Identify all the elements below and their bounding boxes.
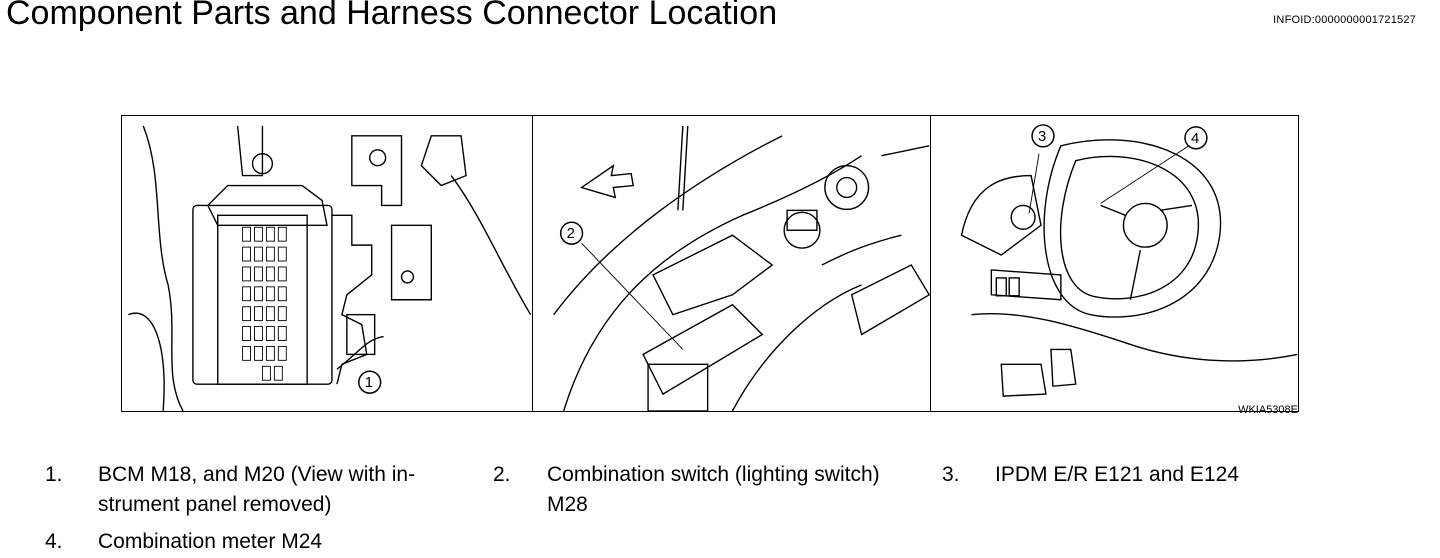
callout-2: 2 (559, 221, 584, 245)
lighting-switch-illustration: 2 (553, 125, 930, 411)
callout-4: 4 (1184, 126, 1208, 150)
page-title: Component Parts and Harness Connector Lo… (6, 0, 778, 32)
legend-number: 1. (45, 463, 63, 486)
legend-number: 3. (942, 463, 960, 486)
svg-text:4: 4 (1191, 131, 1199, 147)
legend-text: strument panel removed) (98, 493, 332, 516)
lighting-switch-illustration-panel: 2 (532, 116, 930, 411)
legend-number: 4. (45, 530, 63, 553)
bcm-illustration: 1 (128, 125, 532, 411)
legend-text: BCM M18, and M20 (View with in- (98, 463, 416, 486)
info-id: INFOID:0000000001721527 (1273, 14, 1416, 26)
callout-1: 1 (358, 370, 382, 394)
legend-text: Combination meter M24 (98, 530, 323, 553)
svg-text:2: 2 (567, 226, 575, 242)
callout-3: 3 (1031, 124, 1055, 148)
bcm-illustration-panel: 1 (122, 116, 532, 411)
svg-text:1: 1 (365, 375, 373, 391)
legend-number: 2. (493, 463, 511, 486)
legend-text: Combination switch (lighting switch) (547, 463, 880, 486)
legend-text: M28 (547, 493, 588, 516)
combination-meter-illustration: 3 4 (960, 124, 1298, 397)
legend-text: IPDM E/R E121 and E124 (995, 463, 1239, 486)
figure-id: WKIA5308E (1238, 404, 1298, 416)
svg-text:3: 3 (1038, 129, 1046, 145)
component-location-figure: 1 2 (121, 115, 1299, 412)
combination-meter-illustration-panel: 3 4 (930, 116, 1298, 411)
